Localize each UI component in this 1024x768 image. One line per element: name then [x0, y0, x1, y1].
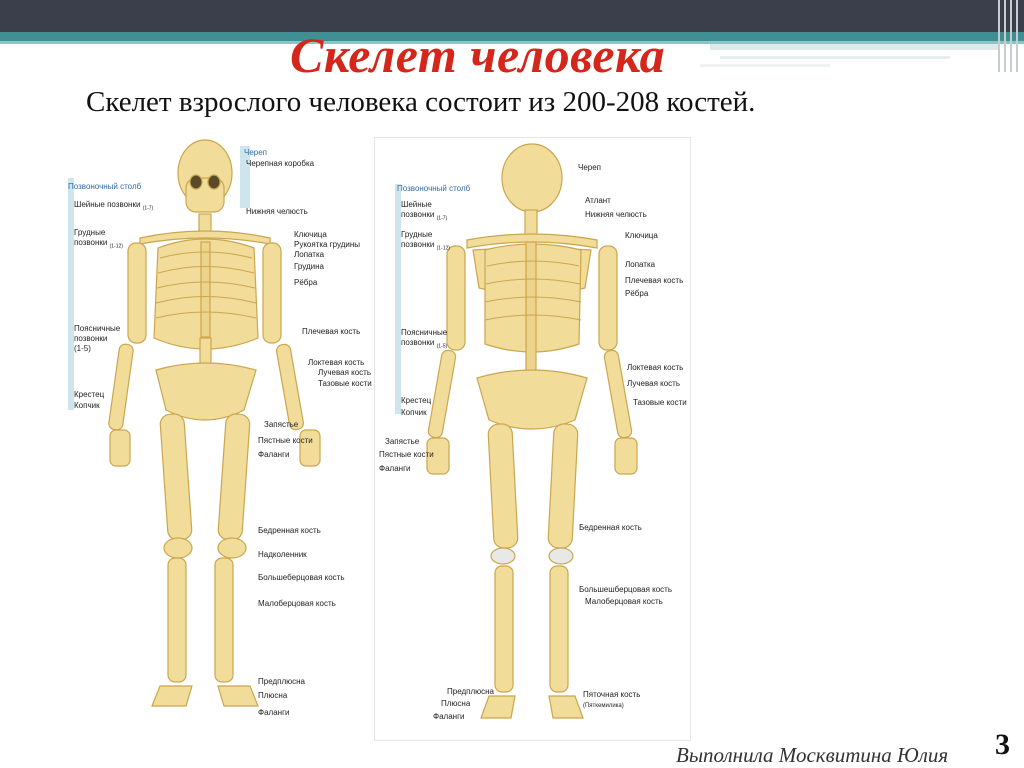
- label-spine: Позвоночный столб: [68, 182, 142, 191]
- label-tibia: Большешберцовая кость: [579, 585, 673, 594]
- label-cervical-1: Шейные: [401, 200, 432, 209]
- label-lumbar-2: позвонки: [74, 334, 108, 343]
- label-carpus: Запястье: [385, 437, 420, 446]
- label-scapula: Лопатка: [294, 250, 325, 259]
- label-manubrium: Рукоятка грудины: [294, 240, 361, 249]
- label-thoracic-2: позвонки (1-12): [401, 240, 450, 252]
- label-sacrum: Крестец: [401, 396, 432, 405]
- label-tibia: Большеберцовая кость: [258, 573, 345, 582]
- label-fibula: Малоберцовая кость: [585, 597, 663, 606]
- label-coccyx: Копчик: [74, 401, 100, 410]
- skull-bracket: [240, 146, 250, 208]
- label-jaw: Нижняя челюсть: [246, 207, 308, 216]
- label-calcaneus: Пяточная кость: [583, 690, 641, 699]
- slide-top-bar: [0, 0, 1024, 32]
- label-ulna: Локтевая кость: [627, 363, 684, 372]
- label-coccyx: Копчик: [401, 408, 427, 417]
- label-cranium: Черепная коробка: [246, 159, 315, 168]
- label-lumbar-1: Поясничные: [74, 324, 121, 333]
- front-skeleton-figure: Позвоночный столб Шейные позвонки (1-7) …: [68, 138, 373, 728]
- label-scapula: Лопатка: [625, 260, 656, 269]
- slide-teal-band-light: [0, 41, 1024, 44]
- spine-bracket: [68, 178, 74, 410]
- slide-subtitle: Скелет взрослого человека состоит из 200…: [86, 86, 756, 118]
- slide-teal-band: [0, 32, 1024, 41]
- label-metatarsus: Плюсна: [441, 699, 471, 708]
- label-spine: Позвоночный столб: [397, 184, 471, 193]
- label-ribs: Рёбра: [625, 289, 649, 298]
- label-thoracic-2: позвонки (1-12): [74, 238, 123, 250]
- label-pelvis: Тазовые кости: [318, 379, 372, 388]
- label-radius: Лучевая кость: [318, 368, 371, 377]
- label-ribs: Рёбра: [294, 278, 318, 287]
- slide-title: Скелет человека: [290, 27, 666, 83]
- decor-vertical-lines: [994, 0, 1024, 72]
- label-calcaneus-note: (Пяткемилика): [583, 703, 624, 709]
- decor-stripe: [720, 56, 950, 59]
- label-clavicle: Ключица: [294, 230, 327, 239]
- label-cervical-2: позвонки (1-7): [401, 210, 448, 222]
- decor-stripe: [700, 64, 830, 67]
- label-lumbar-2: позвонки (1-5): [401, 338, 448, 350]
- label-ulna: Локтевая кость: [308, 358, 365, 367]
- footer-author: Выполнила Москвитина Юлия: [676, 743, 949, 767]
- label-atlas: Атлант: [585, 196, 611, 205]
- label-humerus: Плечевая кость: [625, 276, 684, 285]
- label-carpus: Запястье: [264, 420, 299, 429]
- label-metacarpus: Пястные кости: [258, 436, 313, 445]
- page-number: 3: [995, 728, 1010, 761]
- label-tarsus: Предплюсна: [258, 677, 306, 686]
- label-metatarsus: Плюсна: [258, 691, 288, 700]
- label-phalanges: Фаланги: [258, 450, 290, 459]
- label-skull: Череп: [578, 163, 602, 172]
- label-thoracic-1: Грудные: [74, 228, 106, 237]
- label-femur: Бедренная кость: [579, 523, 642, 532]
- label-fibula: Малоберцовая кость: [258, 599, 336, 608]
- label-toe-phalanges: Фаланги: [258, 708, 290, 717]
- label-cervical: Шейные позвонки (1-7): [74, 200, 154, 212]
- back-skeleton-figure: Позвоночный столб Шейные позвонки (1-7) …: [375, 138, 690, 740]
- label-femur: Бедренная кость: [258, 526, 321, 535]
- label-jaw: Нижняя челюсть: [585, 210, 647, 219]
- front-skeleton-drawing: [108, 139, 321, 707]
- label-radius: Лучевая кость: [627, 379, 680, 388]
- label-humerus: Плечевая кость: [302, 327, 361, 336]
- back-skeleton-drawing: [426, 143, 638, 719]
- decor-stripe: [710, 44, 1000, 50]
- label-lumbar-range: (1-5): [74, 344, 91, 353]
- label-phalanges: Фаланги: [379, 464, 411, 473]
- label-tarsus: Предплюсна: [447, 687, 495, 696]
- label-lumbar-1: Поясничные: [401, 328, 448, 337]
- label-patella: Надколенник: [258, 550, 307, 559]
- label-sacrum: Крестец: [74, 390, 105, 399]
- label-skull: Череп: [244, 148, 268, 157]
- spine-bracket: [395, 184, 401, 414]
- label-clavicle: Ключица: [625, 231, 658, 240]
- label-thoracic-1: Грудные: [401, 230, 433, 239]
- label-sternum: Грудина: [294, 262, 324, 271]
- label-toe-phalanges: Фаланги: [433, 712, 465, 721]
- label-pelvis: Тазовые кости: [633, 398, 687, 407]
- label-metacarpus: Пястные кости: [379, 450, 434, 459]
